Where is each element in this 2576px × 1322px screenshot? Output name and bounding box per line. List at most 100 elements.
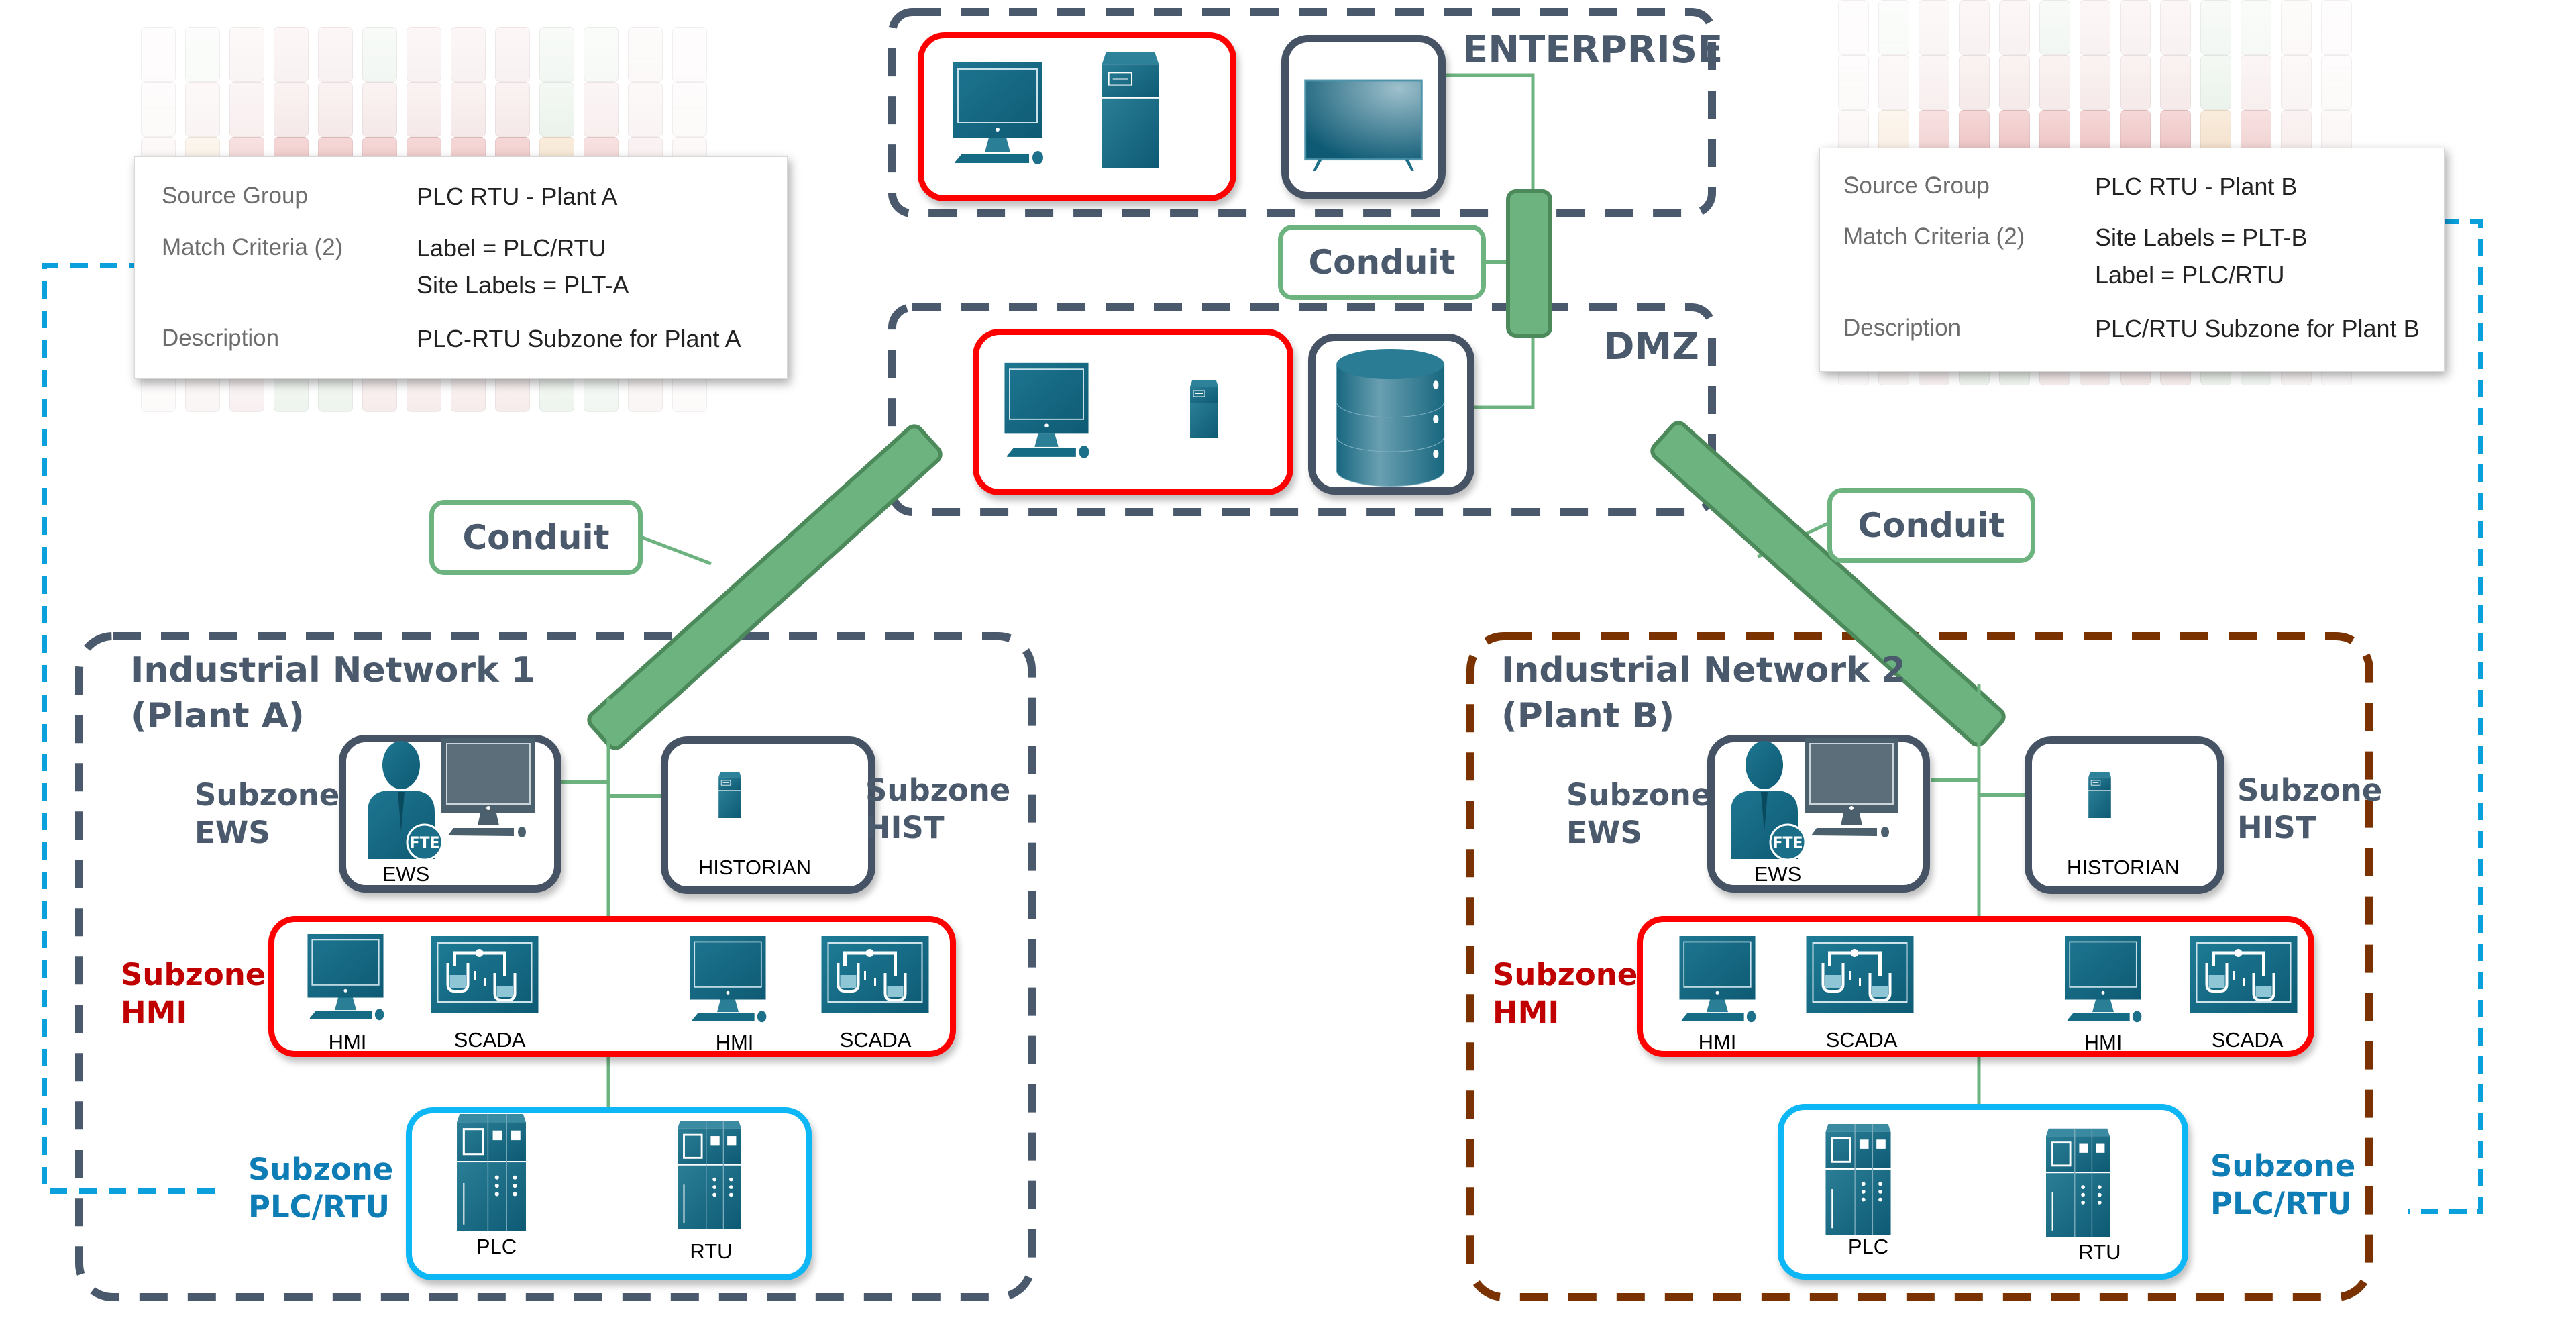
heatmap-tile — [274, 27, 309, 82]
card-label-source-group: Source Group — [1843, 172, 1990, 199]
subzone-plcrtu-line1: Subzone — [248, 1152, 394, 1187]
dmz-workstation-group — [973, 329, 1293, 495]
plant-b-title-line1: Industrial Network 2 — [1501, 650, 1906, 691]
heatmap-tile — [672, 82, 707, 137]
plant-b-title-line2: (Plant B) — [1501, 696, 1675, 736]
left-conduit-bar — [587, 424, 943, 750]
workstation-icon — [953, 62, 1043, 164]
plant-b-historian-label: HISTORIAN — [2066, 856, 2180, 879]
workstation-icon — [1004, 362, 1089, 458]
plant-b-subzone-plcrtu-label: Subzone PLC/RTU — [2210, 1148, 2355, 1223]
plant-a-scada-label-1: SCADA — [453, 1028, 526, 1052]
plant-a-hmi-label-1: HMI — [328, 1030, 367, 1054]
plant-a-subzone-hmi-label: Subzone HMI — [121, 956, 266, 1031]
heatmap-tile — [2321, 55, 2352, 110]
heatmap-tile — [2200, 55, 2231, 110]
hmi-workstation-icon — [2065, 936, 2142, 1023]
heatmap-tile — [141, 82, 176, 137]
source-group-card-plant-a: Source Group PLC RTU - Plant A Match Cri… — [134, 156, 788, 379]
heatmap-tile — [2039, 55, 2070, 110]
svg-text:FTE: FTE — [409, 835, 439, 852]
rtu-icon — [2046, 1128, 2110, 1237]
heatmap-tile — [1878, 55, 1909, 110]
plant-a-plc-label: PLC — [476, 1235, 517, 1258]
hmi-workstation-icon — [307, 934, 384, 1021]
card-label-description: Description — [162, 325, 280, 351]
plant-a-historian-label: HISTORIAN — [698, 856, 812, 879]
conduit-label-left: Conduit — [429, 500, 643, 575]
heatmap-tile — [362, 27, 397, 82]
plant-b-subzone-ews-label: Subzone EWS — [1566, 776, 1711, 852]
heatmap-tile — [2321, 0, 2352, 55]
heatmap-tile — [584, 27, 619, 82]
plant-b-zone-border — [1466, 632, 2373, 1301]
card-value-description: PLC-RTU Subzone for Plant A — [417, 325, 741, 352]
heatmap-tile — [539, 27, 574, 82]
server-icon — [718, 772, 741, 818]
card-label-source-group: Source Group — [162, 183, 308, 209]
subzone-hist-line1: Subzone — [865, 772, 1011, 808]
dmz-zone-border — [888, 303, 1716, 516]
heatmap-tile — [1999, 0, 2030, 55]
card-value-source-group: PLC RTU - Plant B — [2095, 172, 2298, 200]
policy-link-plant-a — [42, 263, 265, 1194]
subzone-ews-line2: EWS — [1566, 815, 1642, 850]
plant-a-ews-label: EWS — [382, 862, 430, 886]
heatmap-tile — [2160, 55, 2191, 110]
subzone-hist-line2: HIST — [865, 810, 945, 846]
plant-a-title-line2: (Plant A) — [131, 696, 305, 736]
heatmap-tile — [2241, 0, 2271, 55]
heatmap-tile — [1838, 0, 1869, 55]
heatmap-tile — [1959, 0, 1990, 55]
heatmap-tile — [274, 82, 309, 137]
heatmap-tile — [229, 27, 264, 82]
plc-icon — [1825, 1124, 1891, 1235]
heatmap-tile — [407, 27, 441, 82]
source-group-card-plant-b: Source Group PLC RTU - Plant B Match Cri… — [1819, 148, 2445, 372]
heatmap-tile — [1838, 55, 1869, 110]
subzone-hmi-line2: HMI — [121, 995, 188, 1030]
engineer-icon: FTE — [368, 738, 535, 861]
right-conduit-bar — [1650, 421, 2006, 747]
subzone-hmi-line1: Subzone — [1493, 957, 1638, 993]
server-icon — [2088, 772, 2111, 818]
heatmap-tile — [2160, 0, 2191, 55]
heatmap-tile — [672, 27, 707, 82]
display-icon — [1304, 79, 1423, 171]
plant-a-zone-border — [75, 632, 1036, 1301]
subzone-hist-line1: Subzone — [2237, 772, 2383, 808]
heatmap-tile — [539, 82, 574, 137]
plc-icon — [457, 1114, 526, 1231]
conduit-label-top: Conduit — [1278, 225, 1486, 300]
plant-b-ews-label: EWS — [1754, 862, 1802, 886]
server-icon — [1102, 52, 1159, 168]
heatmap-tile — [141, 27, 176, 82]
svg-text:FTE: FTE — [1772, 835, 1803, 852]
database-icon — [1336, 348, 1445, 487]
scada-icon — [2190, 936, 2298, 1013]
scada-icon — [1806, 936, 1914, 1013]
card-value-criterion-1: Site Labels = PLT-B — [2095, 223, 2308, 251]
card-value-criterion-2: Label = PLC/RTU — [2095, 261, 2285, 289]
enterprise-zone-border — [888, 8, 1716, 217]
plant-a-scada-label-2: SCADA — [839, 1028, 912, 1052]
hmi-workstation-icon — [690, 936, 767, 1023]
heatmap-tile — [495, 82, 530, 137]
heatmap-tile — [407, 82, 441, 137]
card-label-description: Description — [1843, 315, 1962, 341]
subzone-plcrtu-line2: PLC/RTU — [2210, 1186, 2352, 1221]
subzone-ews-line2: EWS — [195, 815, 270, 850]
plant-b-hmi-label-1: HMI — [1698, 1030, 1737, 1054]
heatmap-tile — [451, 82, 486, 137]
heatmap-tile — [628, 82, 663, 137]
heatmap-tile — [2039, 0, 2070, 55]
plant-a-rtu-label: RTU — [690, 1239, 733, 1263]
plant-a-hmi-label-2: HMI — [715, 1031, 754, 1054]
heatmap-tile — [318, 82, 353, 137]
heatmap-tile — [1919, 0, 1949, 55]
card-value-description: PLC/RTU Subzone for Plant B — [2095, 315, 2420, 342]
plant-b-scada-label-2: SCADA — [2211, 1028, 2284, 1052]
heatmap-tile — [2080, 0, 2110, 55]
plant-a-hist-subzone — [661, 736, 875, 894]
rtu-icon — [678, 1121, 741, 1229]
